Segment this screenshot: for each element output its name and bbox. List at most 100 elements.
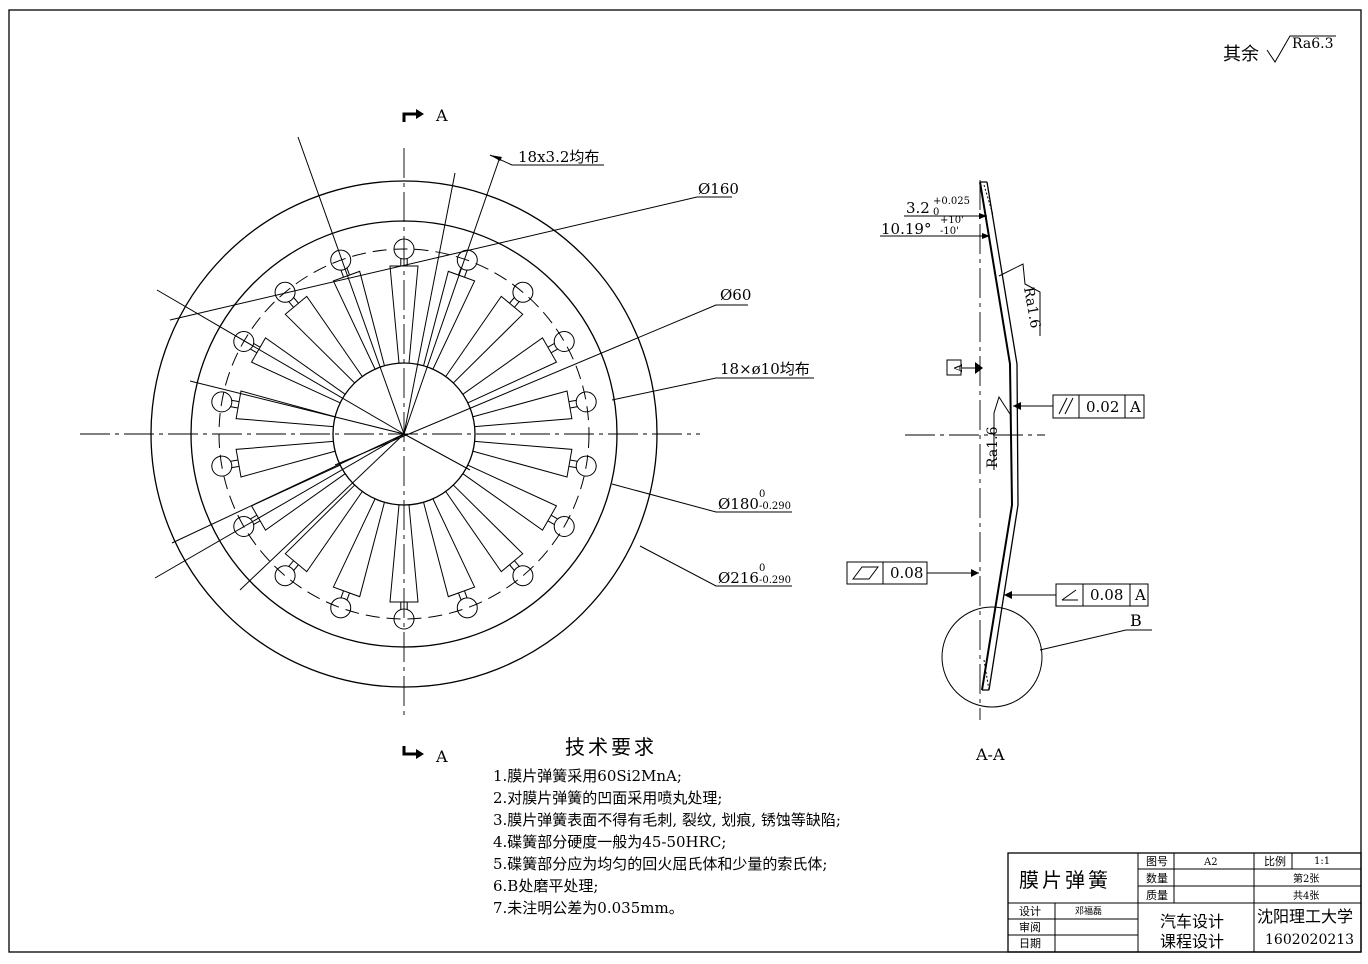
finger-slot bbox=[423, 270, 476, 370]
d180-label: Ø180 bbox=[718, 495, 759, 513]
angularity-icon bbox=[1061, 589, 1078, 601]
flatness-icon bbox=[852, 566, 879, 580]
finger-slot bbox=[462, 337, 558, 404]
surface-note-prefix: 其余 bbox=[1223, 44, 1259, 65]
designer-name: 邓福磊 bbox=[1075, 905, 1102, 917]
thickness-upper-tol: +0.025 bbox=[933, 196, 970, 207]
requirement-item: 3.膜片弹簧表面不得有毛刺, 裂纹, 划痕, 锈蚀等缺陷; bbox=[493, 811, 841, 829]
total-sheets: 共4张 bbox=[1293, 890, 1319, 902]
spring-hole bbox=[456, 597, 478, 619]
angle-lower-tol: -10' bbox=[940, 226, 959, 237]
spring-hole bbox=[330, 249, 352, 271]
course-line1: 汽车设计 bbox=[1160, 912, 1224, 931]
finger-slot bbox=[389, 265, 419, 364]
finger-slot bbox=[332, 498, 385, 598]
roughness-top-label: Ra1.6 bbox=[1020, 286, 1043, 330]
front-view: A A 18x3.2均布 Ø160 Ø60 18×ø10均布 Ø180 0 -0… bbox=[80, 106, 814, 766]
finger-slot bbox=[445, 295, 524, 384]
d180-upper-tol: 0 bbox=[759, 489, 765, 500]
section-view: 3.2 +0.025 0 10.19° +10' -10' Ra1.6 A 0.… bbox=[846, 180, 1152, 764]
front-leaders: 18x3.2均布 Ø160 Ø60 18×ø10均布 Ø180 0 -0.290… bbox=[169, 148, 814, 587]
surface-finish-note: 其余 Ra6.3 bbox=[1223, 35, 1336, 65]
spring-hole bbox=[512, 565, 534, 587]
spring-hole bbox=[274, 281, 296, 303]
detail-label: B bbox=[1130, 611, 1142, 630]
spring-hole bbox=[233, 331, 255, 352]
spring-hole bbox=[393, 608, 415, 630]
sheet-border bbox=[8, 9, 1362, 953]
holes-label: 18×ø10均布 bbox=[720, 360, 810, 378]
section-mark-bottom: A bbox=[435, 747, 448, 766]
finger-slot bbox=[235, 390, 336, 428]
review-label: 审阅 bbox=[1019, 920, 1041, 934]
spring-hole bbox=[211, 391, 233, 413]
finger-slot bbox=[423, 498, 476, 598]
flatness-value: 0.08 bbox=[890, 564, 923, 582]
spring-hole bbox=[512, 281, 534, 303]
finger-hatch bbox=[983, 184, 994, 691]
technical-requirements: 技术要求 1.膜片弹簧采用60Si2MnA; 2.对膜片弹簧的凹面采用喷丸处理;… bbox=[493, 735, 841, 917]
student-number: 1602020213 bbox=[1265, 932, 1354, 948]
finger-slot bbox=[250, 464, 346, 531]
angularity-datum: A bbox=[1134, 586, 1146, 604]
quantity-label: 数量 bbox=[1146, 872, 1168, 885]
finger-slot bbox=[235, 440, 336, 478]
finger-slot bbox=[462, 464, 558, 531]
spring-hole bbox=[393, 238, 415, 260]
d160-label: Ø160 bbox=[698, 180, 739, 198]
school-name: 沈阳理工大学 bbox=[1257, 907, 1353, 926]
finger-slot bbox=[332, 270, 385, 370]
roughness-top-symbol-icon bbox=[998, 263, 1041, 336]
datum-label: A bbox=[952, 363, 965, 373]
thickness-value: 3.2 bbox=[906, 199, 930, 217]
date-label: 日期 bbox=[1019, 937, 1041, 950]
roughness-symbol-icon bbox=[1266, 35, 1336, 63]
spring-hole bbox=[330, 597, 352, 619]
parallelism-value: 0.02 bbox=[1086, 398, 1119, 416]
section-mark-top: A bbox=[435, 106, 448, 125]
requirement-item: 1.膜片弹簧采用60Si2MnA; bbox=[493, 767, 682, 785]
section-arrow-bottom-icon bbox=[402, 746, 418, 756]
section-arrow-top-icon bbox=[402, 112, 418, 122]
course-line2: 课程设计 bbox=[1160, 932, 1224, 951]
roughness-mid-label: Ra1.6 bbox=[985, 426, 1001, 468]
d180-lower-tol: -0.290 bbox=[759, 501, 791, 512]
detail-circle bbox=[941, 606, 1043, 708]
parallelism-datum: A bbox=[1129, 398, 1141, 416]
spring-hole bbox=[274, 565, 296, 587]
section-arrowhead-bottom-icon bbox=[416, 749, 424, 759]
d60-label: Ø60 bbox=[720, 286, 751, 304]
front-view-geometry bbox=[80, 136, 700, 720]
finger-slot bbox=[445, 484, 524, 573]
spring-hole bbox=[575, 455, 597, 477]
finger-slot bbox=[389, 504, 419, 603]
parallelism-icon bbox=[1058, 397, 1074, 415]
spring-profile-inner bbox=[986, 181, 1019, 691]
angle-upper-tol: +10' bbox=[940, 215, 964, 226]
spring-hole bbox=[233, 516, 255, 537]
section-view-label: A-A bbox=[975, 745, 1005, 764]
roughness-mid-symbol-icon bbox=[993, 395, 1011, 470]
scale-label: 比例 bbox=[1264, 854, 1286, 868]
finger-slot bbox=[250, 337, 346, 404]
requirement-item: 5.碟簧部分应为均匀的回火屈氏体和少量的索氏体; bbox=[493, 855, 827, 873]
angle-value: 10.19° bbox=[881, 220, 931, 238]
slot-label: 18x3.2均布 bbox=[518, 148, 599, 166]
requirement-item: 2.对膜片弹簧的凹面采用喷丸处理; bbox=[493, 789, 722, 807]
requirement-item: 7.未注明公差为0.035mm。 bbox=[493, 899, 684, 917]
finger-slot bbox=[472, 440, 573, 478]
requirements-title: 技术要求 bbox=[565, 735, 657, 759]
spring-profile-outer bbox=[979, 181, 1014, 691]
d216-lower-tol: -0.290 bbox=[759, 575, 791, 586]
spring-hole bbox=[553, 516, 575, 537]
finger-slot bbox=[472, 390, 573, 428]
spring-hole bbox=[553, 331, 575, 352]
spring-hole bbox=[575, 391, 597, 413]
datum-triangle-icon bbox=[975, 362, 983, 374]
requirement-item: 4.碟簧部分硬度一般为45-50HRC; bbox=[493, 833, 726, 851]
finger-slot bbox=[284, 484, 363, 573]
title-block: 膜片弹簧 图号 A2 比例 1:1 数量 第2张 质量 共4张 设计 邓福磊 审… bbox=[1007, 852, 1362, 953]
section-arrowhead-top-icon bbox=[416, 109, 424, 119]
surface-note-roughness: Ra6.3 bbox=[1292, 36, 1333, 52]
